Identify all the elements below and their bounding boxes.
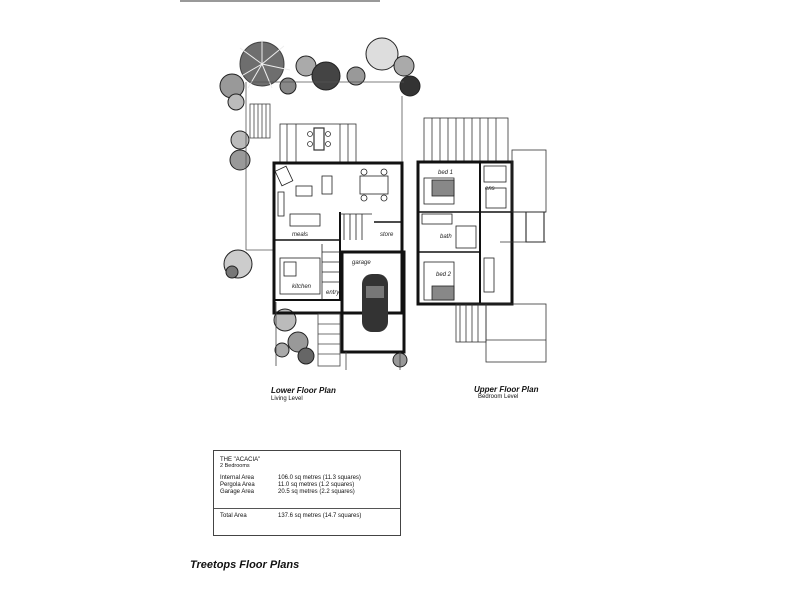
room-label-meals: meals [292, 232, 308, 238]
lower-floor-walls [272, 161, 406, 354]
room-label-bed1: bed 1 [438, 170, 453, 176]
area-row-value: 20.5 sq metres (2.2 squares) [278, 489, 355, 495]
upper-plan-subtitle: Bedroom Level [478, 394, 519, 400]
area-row-label: Garage Area [220, 489, 255, 495]
area-row-label: Internal Area [220, 475, 255, 481]
page-title: Treetops Floor Plans [190, 559, 300, 571]
upper-floor-furniture [421, 165, 507, 301]
room-label-bath: bath [440, 234, 452, 240]
upper-balcony [423, 117, 509, 163]
area-summary-table: THE "ACACIA" 2 Bedrooms Internal Area 10… [213, 450, 401, 536]
upper-plan-title: Upper Floor Plan [474, 385, 539, 394]
yard-boundary [245, 81, 404, 251]
driveway [275, 302, 401, 370]
upper-rear-stairs [455, 149, 547, 363]
palm-tree-icon [237, 40, 291, 89]
lower-plan-subtitle: Living Level [271, 396, 303, 402]
car-icon [362, 274, 388, 332]
area-row-value: 106.0 sq metres (11.3 squares) [278, 475, 361, 481]
total-area-value: 137.6 sq metres (14.7 squares) [278, 513, 362, 519]
landscape-trees [219, 37, 421, 368]
total-area-row: Total Area 137.6 sq metres (14.7 squares… [220, 513, 361, 519]
pergola [279, 123, 357, 163]
room-label-ens: ens [485, 186, 495, 192]
bedroom-count: 2 Bedrooms [220, 463, 250, 469]
room-label-store: store [380, 232, 394, 238]
room-label-garage: garage [352, 260, 371, 266]
room-label-kitchen: kitchen [292, 284, 312, 290]
area-row: Garage Area 20.5 sq metres (2.2 squares) [220, 489, 394, 496]
total-area-label: Total Area [220, 513, 247, 519]
lower-floor-furniture [274, 165, 389, 300]
area-row-value: 11.0 sq metres (1.2 squares) [278, 482, 355, 488]
table-divider [214, 508, 400, 509]
area-row: Pergola Area 11.0 sq metres (1.2 squares… [220, 482, 394, 489]
area-row-label: Pergola Area [220, 482, 255, 488]
room-label-entry: entry [326, 290, 340, 296]
room-label-bed2: bed 2 [436, 272, 452, 278]
house-name: THE "ACACIA" [220, 457, 261, 463]
garden-steps [249, 103, 271, 139]
area-row: Internal Area 106.0 sq metres (11.3 squa… [220, 475, 394, 482]
lower-plan-title: Lower Floor Plan [271, 386, 336, 395]
